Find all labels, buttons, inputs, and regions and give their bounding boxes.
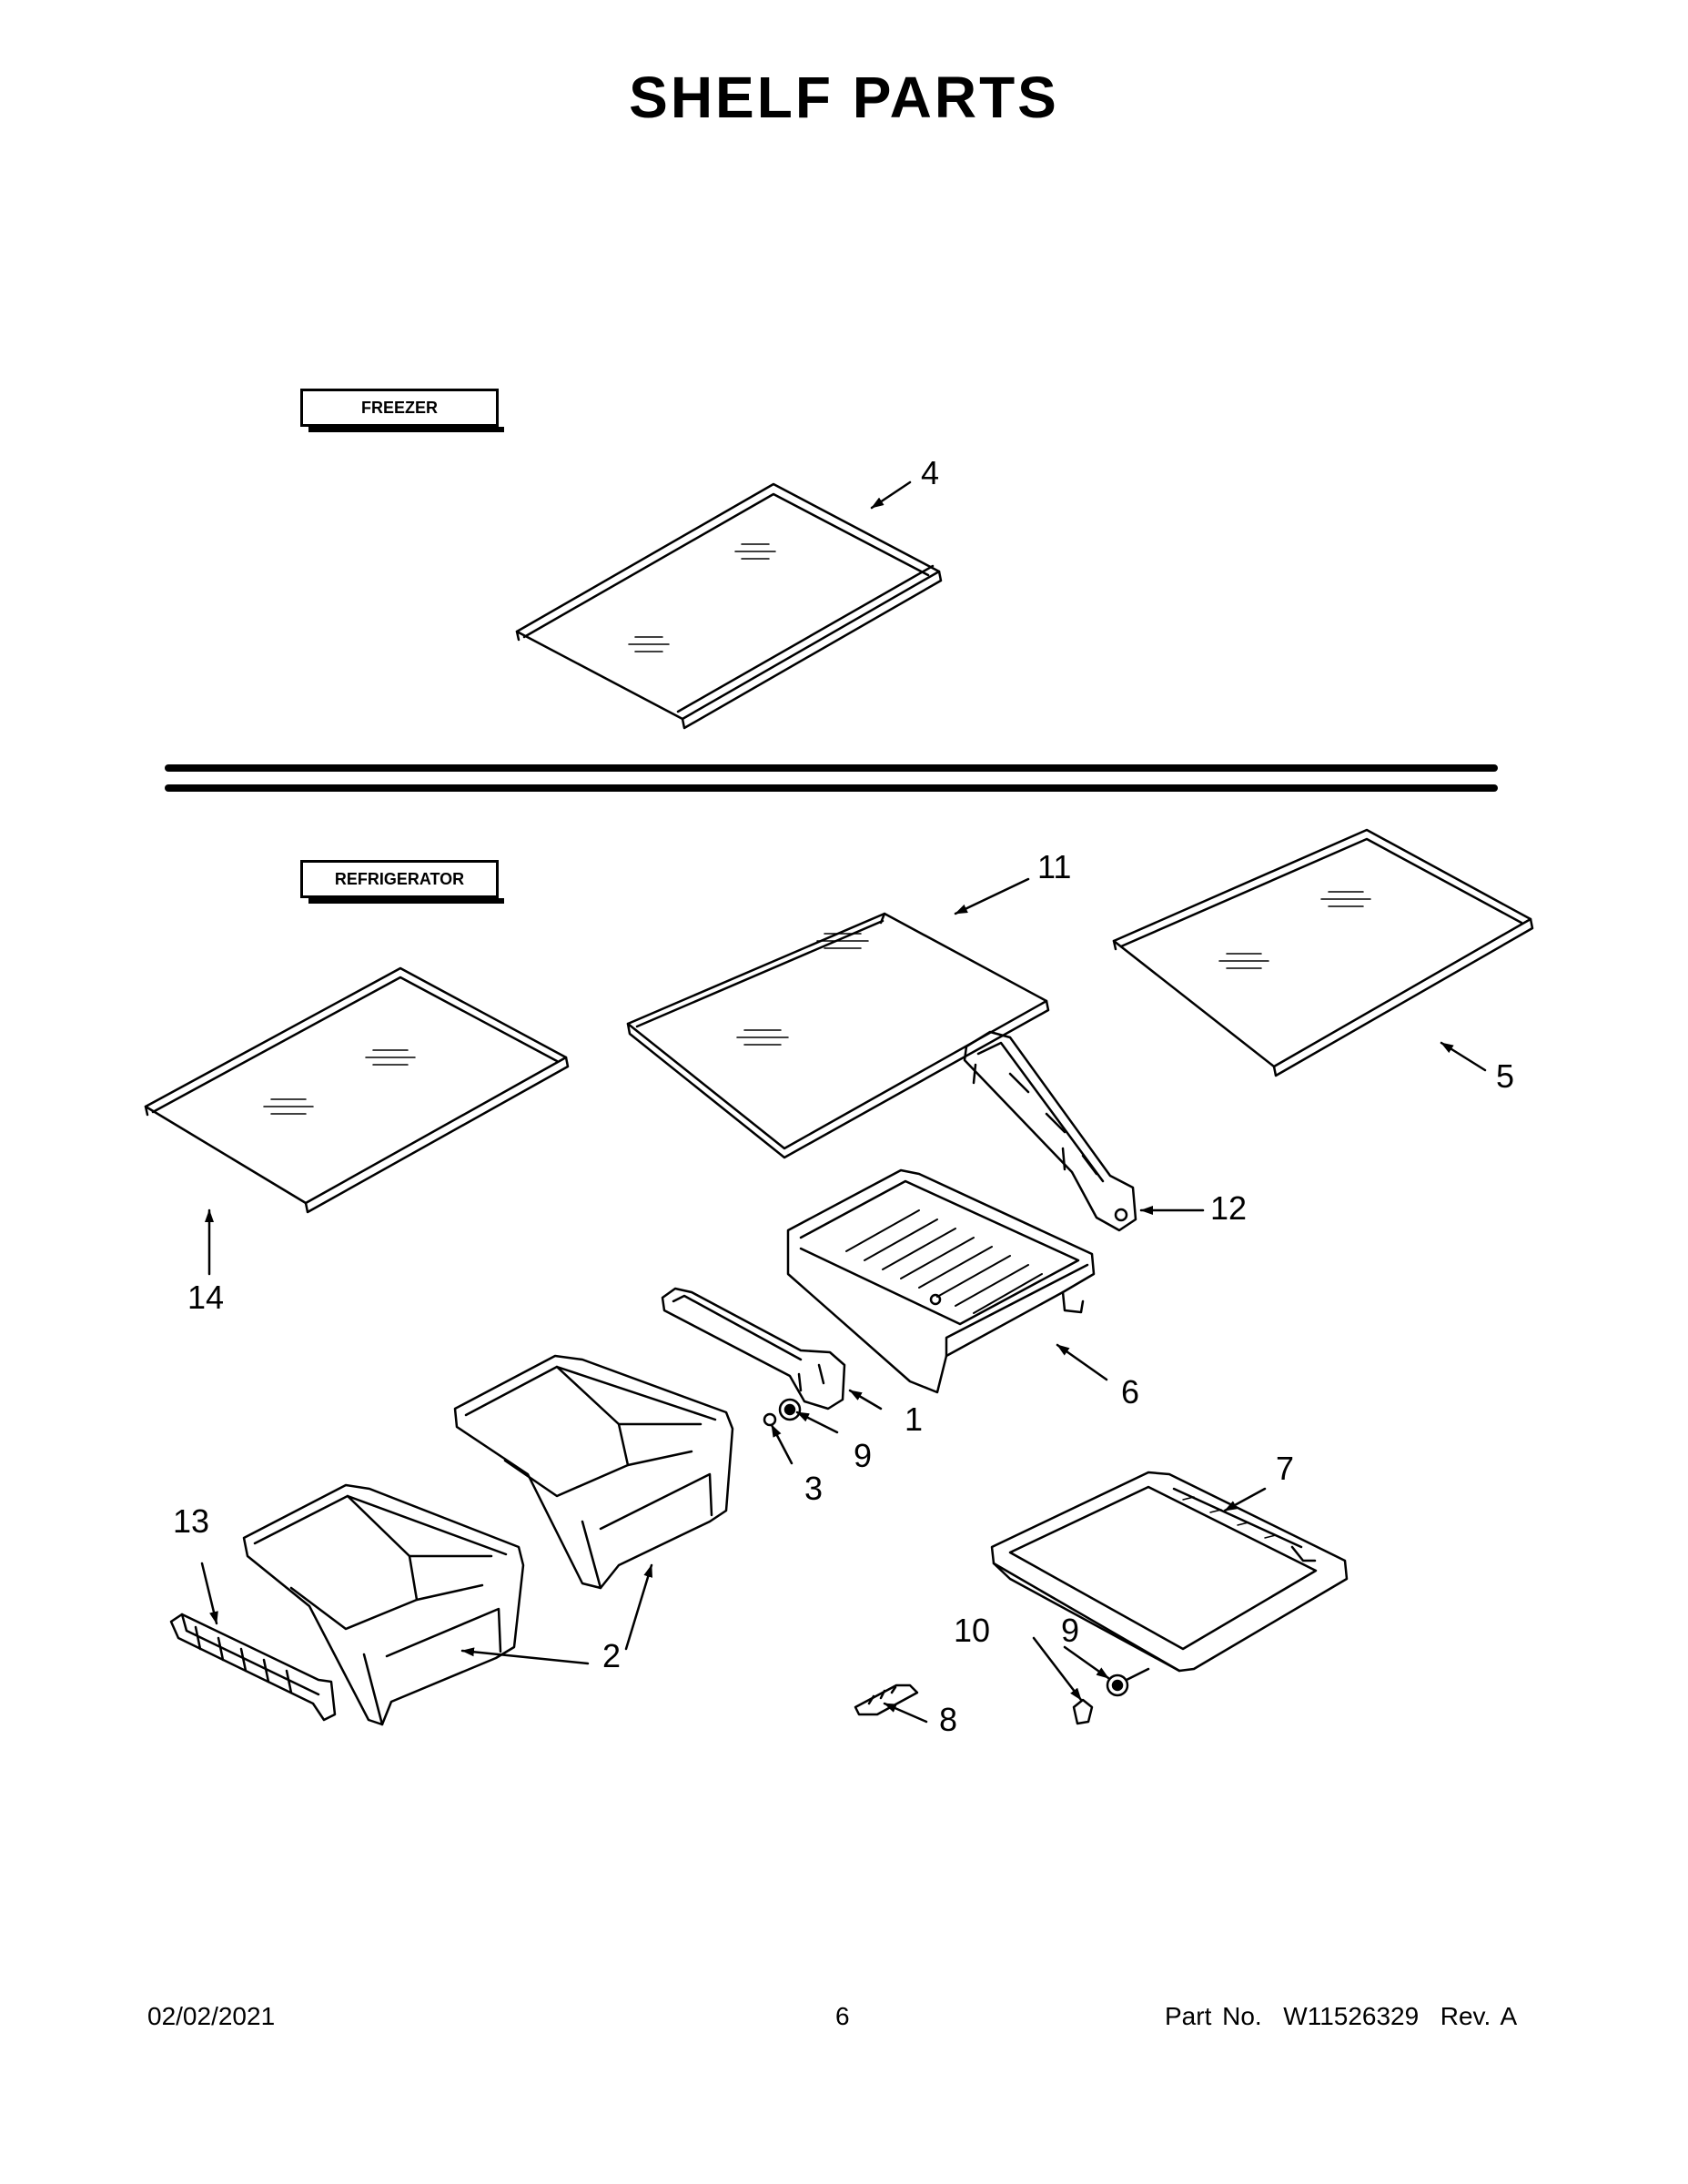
callout-6: 6 — [1121, 1373, 1140, 1410]
part-6-deli-drawer — [786, 1168, 1096, 1394]
callout-9-right: 9 — [1061, 1612, 1080, 1649]
page-title: SHELF PARTS — [629, 65, 1059, 130]
callout-1: 1 — [905, 1400, 924, 1438]
part-label: Part No. — [1165, 2002, 1262, 2030]
callout-2: 2 — [602, 1637, 622, 1674]
part-9-wheel-right — [1106, 1667, 1150, 1697]
part-1-drawer-rail — [661, 1287, 846, 1410]
callout-8: 8 — [939, 1701, 958, 1738]
section-label-freezer: FREEZER — [300, 389, 504, 432]
refrigerator-label-text: REFRIGERATOR — [334, 870, 465, 888]
footer-page-number: 6 — [835, 2002, 850, 2030]
callout-7: 7 — [1276, 1450, 1295, 1487]
revision: Rev. A — [1440, 2002, 1518, 2030]
callout-10: 10 — [954, 1612, 991, 1649]
part-2-crisper-drawer-lower — [242, 1483, 525, 1726]
part-3-screw — [763, 1412, 777, 1427]
part-14-glass-shelf — [144, 966, 570, 1214]
part-4-freezer-glass-shelf — [515, 482, 943, 730]
part-12-shelf-rail — [963, 1030, 1137, 1232]
freezer-label-text: FREEZER — [360, 399, 438, 417]
footer-date: 02/02/2021 — [147, 2002, 276, 2030]
callout-13: 13 — [173, 1502, 210, 1540]
part-7-drawer-cover — [990, 1471, 1349, 1673]
footer-part-number: Part No. W11526329 Rev. A — [1165, 2002, 1517, 2031]
part-13-drawer-rail — [169, 1613, 337, 1722]
leader-arrows — [200, 480, 1487, 1724]
section-label-refrigerator: REFRIGERATOR — [300, 860, 504, 904]
part-10-screw — [1072, 1698, 1094, 1725]
part-11-glass-shelf — [626, 912, 1050, 1159]
callout-12: 12 — [1210, 1189, 1248, 1227]
part-5-glass-shelf — [1112, 828, 1534, 1077]
callout-5: 5 — [1496, 1057, 1515, 1095]
callout-4: 4 — [921, 454, 940, 491]
callout-3: 3 — [804, 1470, 824, 1507]
part-9-wheel — [778, 1398, 802, 1421]
part-number-value: W11526329 — [1283, 2002, 1420, 2030]
section-divider — [165, 764, 1498, 792]
callout-14: 14 — [187, 1279, 225, 1316]
part-8-clip — [854, 1684, 919, 1716]
callout-9: 9 — [854, 1437, 873, 1474]
part-2-crisper-drawer-upper — [453, 1354, 734, 1590]
callout-11: 11 — [1037, 848, 1072, 885]
